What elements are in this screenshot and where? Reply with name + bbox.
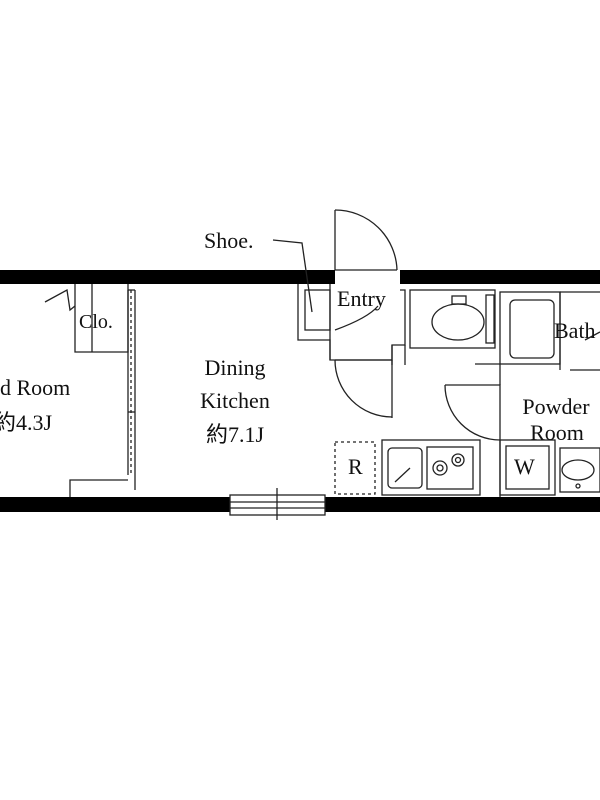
dining-name-line2: Kitchen — [200, 388, 270, 413]
entry-label: Entry — [337, 286, 386, 311]
bottom-wall-mid — [325, 497, 600, 512]
exterior-walls — [0, 270, 600, 512]
toilet — [409, 289, 496, 349]
bedroom-area: 約4.3J — [0, 410, 53, 435]
bathtub — [499, 291, 600, 371]
shoe-label: Shoe. — [204, 228, 254, 253]
entry-leader — [334, 305, 379, 331]
dining-name-line1: Dining — [204, 355, 266, 380]
bath-label: Bath — [554, 318, 596, 343]
refrigerator-label: R — [348, 454, 363, 479]
shoe-leader — [272, 239, 313, 313]
bedroom-name: d Room — [0, 375, 71, 400]
closet-label: Clo. — [79, 311, 113, 333]
powder-name-line1: Powder — [522, 394, 590, 419]
dining-area: 約7.1J — [205, 422, 265, 447]
top-wall-right — [400, 270, 600, 284]
bottom-wall-left — [0, 497, 230, 512]
inner-door — [334, 359, 393, 418]
kitchen-counter — [334, 439, 481, 496]
top-wall-left — [0, 270, 335, 284]
window — [229, 488, 326, 520]
washer — [499, 439, 556, 496]
washer-label: W — [514, 454, 535, 479]
powder-name-line2: Room — [530, 420, 584, 445]
entrance-door — [334, 209, 398, 271]
powder-room-outline — [404, 345, 501, 497]
wash-basin — [559, 447, 600, 493]
partition-wall — [69, 289, 136, 497]
